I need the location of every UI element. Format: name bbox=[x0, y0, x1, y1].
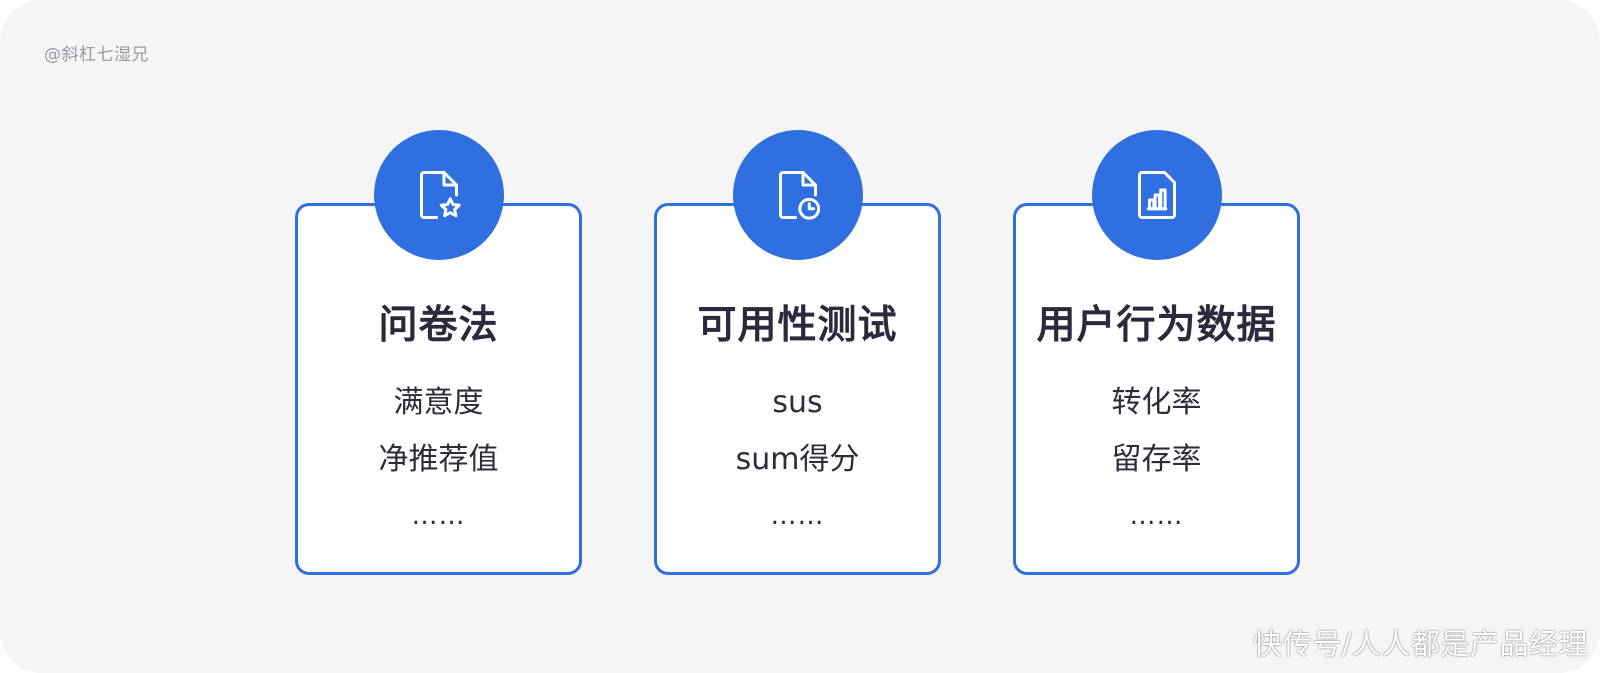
list-ellipsis: …… bbox=[411, 501, 466, 531]
list-item: 满意度 bbox=[393, 385, 484, 420]
list-item: sus bbox=[772, 385, 823, 420]
list-ellipsis: …… bbox=[1129, 501, 1184, 531]
method-card-usability-test: 可用性测试 sus sum得分 …… bbox=[654, 130, 941, 575]
card-title: 用户行为数据 bbox=[1036, 303, 1277, 348]
card-title: 可用性测试 bbox=[697, 303, 898, 348]
method-card-user-behavior-data: 用户行为数据 转化率 留存率 …… bbox=[1013, 130, 1300, 575]
card-item-list: 满意度 净推荐值 …… bbox=[298, 374, 579, 545]
document-clock-icon bbox=[778, 171, 820, 220]
list-item: 留存率 bbox=[1111, 442, 1202, 477]
list-item: 转化率 bbox=[1111, 385, 1202, 420]
card-item-list: sus sum得分 …… bbox=[657, 374, 938, 545]
author-watermark: @斜杠七湿兄 bbox=[44, 45, 149, 65]
document-chart-icon bbox=[1137, 171, 1176, 219]
icon-badge bbox=[732, 130, 863, 260]
list-ellipsis: …… bbox=[770, 501, 825, 531]
source-watermark: 快传号/人人都是产品经理 bbox=[1253, 627, 1588, 661]
card-title: 问卷法 bbox=[378, 303, 499, 348]
method-card-questionnaire: 问卷法 满意度 净推荐值 …… bbox=[295, 130, 582, 575]
icon-badge bbox=[373, 130, 504, 260]
icon-badge bbox=[1091, 130, 1222, 260]
list-item: 净推荐值 bbox=[378, 442, 499, 477]
list-item: sum得分 bbox=[735, 442, 860, 477]
document-star-icon bbox=[419, 171, 461, 219]
card-item-list: 转化率 留存率 …… bbox=[1016, 374, 1297, 545]
